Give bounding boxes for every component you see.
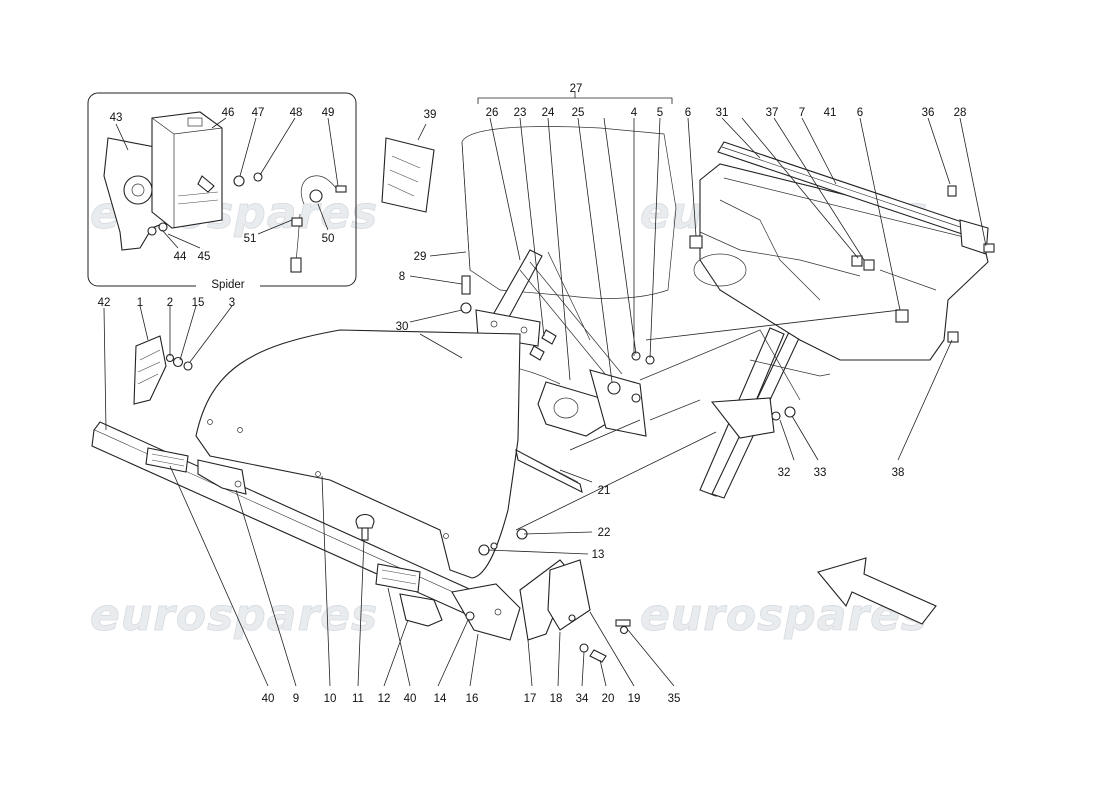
upper-door-glass: [461, 126, 677, 299]
callout-46: 46: [222, 107, 235, 119]
inset-leaders: [115, 117, 339, 249]
callout-16: 16: [466, 693, 479, 705]
callout-50: 50: [322, 233, 335, 245]
callout-32: 32: [778, 467, 791, 479]
callout-36: 36: [922, 107, 935, 119]
callout-40-right: 40: [404, 693, 417, 705]
screw-36: [947, 185, 957, 197]
callout-48: 48: [290, 107, 303, 119]
callout-6-left: 6: [685, 107, 691, 119]
clip-6: [689, 235, 703, 249]
callout-8: 8: [399, 271, 405, 283]
callout-15: 15: [192, 297, 205, 309]
sensor-screw: [335, 185, 347, 193]
screw-28: [983, 243, 995, 253]
callout-24: 24: [542, 107, 555, 119]
callout-44: 44: [174, 251, 187, 263]
callout-18: 18: [550, 693, 563, 705]
callout-31: 31: [716, 107, 729, 119]
rubber-stop: [355, 513, 375, 529]
callout-40-left: 40: [262, 693, 275, 705]
callout-20: 20: [602, 693, 615, 705]
main-door-glass: [195, 329, 521, 579]
watermark-bottom-left: eurospares: [90, 590, 378, 641]
callout-38: 38: [892, 467, 905, 479]
callout-29: 29: [414, 251, 427, 263]
wire-connector: [290, 257, 302, 273]
door-glass-assembly: [91, 329, 631, 663]
callout-6-right: 6: [857, 107, 863, 119]
callout-41: 41: [824, 107, 837, 119]
plate-16: [451, 583, 521, 641]
door-inner-panel: [689, 141, 995, 361]
callout-30: 30: [396, 321, 409, 333]
seal-21: [515, 448, 583, 494]
sensor: [309, 189, 323, 203]
callout-19: 19: [628, 693, 641, 705]
callout-17: 17: [524, 693, 537, 705]
bracket-hole: [123, 175, 153, 205]
callout-5: 5: [657, 107, 663, 119]
callout-28: 28: [954, 107, 967, 119]
window-regulator-assembly: [381, 92, 831, 499]
callout-39: 39: [424, 109, 437, 121]
callout-26: 26: [486, 107, 499, 119]
callout-3: 3: [229, 297, 235, 309]
callout-1: 1: [137, 297, 143, 309]
group-bracket-27: [477, 92, 673, 104]
callout-49: 49: [322, 107, 335, 119]
callout-37: 37: [766, 107, 779, 119]
inset-label-bg: [196, 278, 260, 292]
bracket-12: [399, 593, 443, 627]
callout-12: 12: [378, 693, 391, 705]
inset-label: Spider: [211, 279, 244, 291]
callout-2: 2: [167, 297, 173, 309]
bracket-18: [547, 559, 591, 631]
quarter-glass: [381, 137, 435, 213]
callout-23: 23: [514, 107, 527, 119]
slider-bracket: [710, 397, 775, 439]
direction-arrow: [817, 557, 937, 625]
callout-51: 51: [244, 233, 257, 245]
callout-22: 22: [598, 527, 611, 539]
callout-25: 25: [572, 107, 585, 119]
callout-34: 34: [576, 693, 589, 705]
felt-pad-40a: [145, 447, 189, 473]
callout-4: 4: [631, 107, 638, 119]
callout-9: 9: [293, 693, 299, 705]
motor-gearbox: [589, 369, 647, 437]
leader-lines: [103, 117, 987, 687]
regulator-cables: [519, 251, 623, 381]
bolt-8: [461, 275, 471, 295]
spider-inset: Spider 43 46 47 48 49 51 50 44 45: [87, 92, 357, 292]
bracket-9: [197, 459, 247, 495]
callout-33: 33: [814, 467, 827, 479]
washer: [233, 175, 245, 187]
callout-47: 47: [252, 107, 265, 119]
callout-labels: 42 1 2 15 3 8 30 29 39 27 26 23 24 25 4 …: [98, 83, 967, 705]
callout-21: 21: [598, 485, 611, 497]
callout-35: 35: [668, 693, 681, 705]
callout-11: 11: [352, 693, 364, 705]
guide-block-1: [133, 335, 167, 405]
callout-7: 7: [799, 107, 805, 119]
callout-45: 45: [198, 251, 211, 263]
callout-43: 43: [110, 112, 123, 124]
callout-27: 27: [570, 83, 583, 95]
callout-10: 10: [324, 693, 337, 705]
callout-13: 13: [592, 549, 605, 561]
callout-14: 14: [434, 693, 447, 705]
control-unit: [151, 111, 223, 229]
callout-42: 42: [98, 297, 111, 309]
